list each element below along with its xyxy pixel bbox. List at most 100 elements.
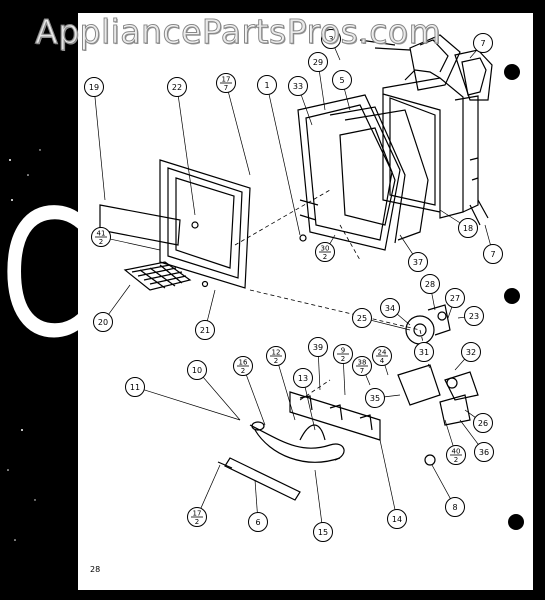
callout-circle xyxy=(365,388,385,408)
washer xyxy=(437,311,447,321)
part-8-ring xyxy=(424,454,436,466)
callout-c9: 92 xyxy=(333,344,353,364)
callout-circle xyxy=(387,509,407,529)
callout-leaders xyxy=(94,47,491,523)
assembly-guide-lines xyxy=(234,189,431,401)
callout-numerator: 17 xyxy=(193,510,202,518)
callout-label: 37 xyxy=(413,258,423,267)
leader-c35 xyxy=(384,394,401,398)
callout-circle xyxy=(408,252,428,272)
callout-c29: 29 xyxy=(308,52,328,72)
callout-numerator: 38 xyxy=(358,359,367,367)
grille xyxy=(123,261,192,291)
callout-c13: 13 xyxy=(293,368,313,388)
leader-c38 xyxy=(365,374,371,386)
leader-c36 xyxy=(459,419,479,445)
front-frame xyxy=(159,159,251,289)
screw-small xyxy=(201,280,209,288)
leader-c8 xyxy=(431,464,451,499)
callout-label: 8 xyxy=(452,503,457,512)
callout-c6: 6 xyxy=(248,512,268,532)
callout-denominator: 4 xyxy=(380,357,385,365)
callout-numerator: 30 xyxy=(321,245,330,253)
callout-circle xyxy=(84,77,104,97)
callout-circle xyxy=(195,320,215,340)
bottom-cover xyxy=(224,457,301,501)
callout-label: 27 xyxy=(450,294,460,303)
leader-c40 xyxy=(444,419,454,447)
leader-c26 xyxy=(464,409,476,418)
callout-c25: 25 xyxy=(352,308,372,328)
callout-c24: 244 xyxy=(372,346,392,366)
panel-strip xyxy=(99,204,181,246)
leader-c18 xyxy=(439,209,461,224)
callout-denominator: 2 xyxy=(274,357,278,365)
leader-c7 xyxy=(484,224,491,245)
callout-numerator: 12 xyxy=(272,349,281,357)
callout-c38: 387 xyxy=(352,356,372,376)
callout-circle xyxy=(93,312,113,332)
callout-c1: 1 xyxy=(257,75,277,95)
callout-label: 31 xyxy=(419,348,429,357)
callout-c8: 8 xyxy=(445,497,465,517)
callout-c40: 402 xyxy=(446,445,466,465)
callout-denominator: 7 xyxy=(224,84,228,92)
callout-c22: 22 xyxy=(167,77,187,97)
leader-c21 xyxy=(206,289,216,321)
callout-label: 23 xyxy=(469,312,479,321)
leader-c28 xyxy=(431,293,436,311)
callout-label: 13 xyxy=(298,374,308,383)
callout-label: 29 xyxy=(313,58,323,67)
leader-c19 xyxy=(94,96,106,201)
callout-circle xyxy=(420,274,440,294)
callout-circle xyxy=(187,360,207,380)
callout-c32: 32 xyxy=(461,342,481,362)
callout-circle xyxy=(445,497,465,517)
callout-c30: 302 xyxy=(315,242,335,262)
callout-numerator: 40 xyxy=(452,448,461,456)
motor-gear-assembly xyxy=(397,304,479,426)
callout-c17a: 177 xyxy=(216,73,236,93)
callout-c20: 20 xyxy=(93,312,113,332)
callout-denominator: 7 xyxy=(360,367,364,375)
site-watermark: AppliancePartsPros.com xyxy=(34,12,442,52)
callout-label: 1 xyxy=(264,81,269,90)
callout-circle xyxy=(257,75,277,95)
leader-c10 xyxy=(202,376,241,421)
callout-circle xyxy=(461,342,481,362)
callout-circle xyxy=(414,342,434,362)
callout-label: 28 xyxy=(425,280,435,289)
callout-circle xyxy=(445,288,465,308)
callout-label: 6 xyxy=(255,518,260,527)
callout-label: 26 xyxy=(478,419,488,428)
leader-c13 xyxy=(304,387,316,431)
callout-c12: 122 xyxy=(266,346,286,366)
callout-denominator: 2 xyxy=(195,518,199,526)
leader-c17a xyxy=(228,92,251,176)
leader-c29 xyxy=(319,71,326,111)
leader-c24 xyxy=(384,364,389,376)
callout-label: 5 xyxy=(339,76,344,85)
callout-circle xyxy=(473,413,493,433)
callout-denominator: 2 xyxy=(99,238,103,246)
leader-c1 xyxy=(268,94,301,236)
callout-c31: 31 xyxy=(414,342,434,362)
callout-c3: 3 xyxy=(321,29,341,49)
binder-hole-top xyxy=(504,64,520,80)
callout-denominator: 2 xyxy=(323,253,327,261)
callout-c35: 35 xyxy=(365,388,385,408)
callout-c10: 10 xyxy=(187,360,207,380)
cover-clip xyxy=(217,461,233,469)
leader-c41 xyxy=(110,238,161,251)
margin-speckles xyxy=(7,149,41,541)
callout-label: 21 xyxy=(200,326,210,335)
leader-c27 xyxy=(447,306,453,319)
callout-circle xyxy=(474,442,494,462)
leader-c20 xyxy=(108,284,131,315)
callout-c7top: 7 xyxy=(473,33,493,53)
callout-circle xyxy=(473,33,493,53)
callout-label: 32 xyxy=(466,348,476,357)
page-number: 28 xyxy=(90,565,101,574)
